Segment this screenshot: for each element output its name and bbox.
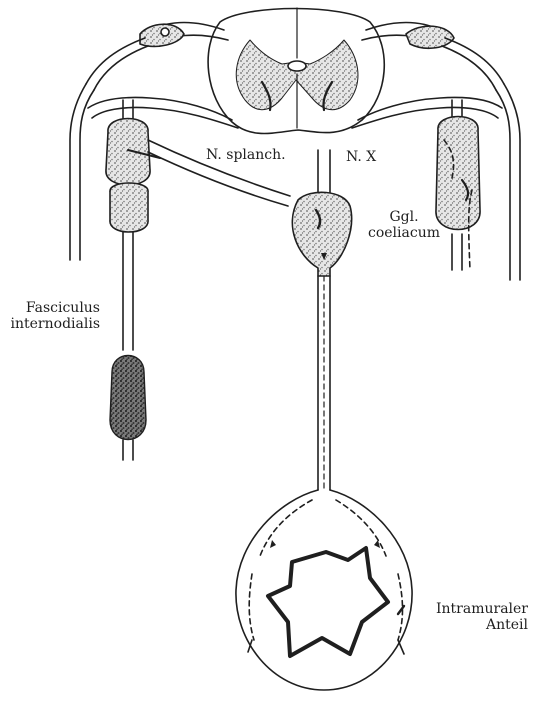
label-ggl-line1: Ggl.	[368, 209, 440, 225]
label-ggl-coeliacum: Ggl. coeliacum	[368, 209, 440, 241]
descending-trunk	[318, 276, 330, 490]
label-intramuraler-anteil: Intramuraler Anteil	[430, 601, 528, 633]
spinal-cord	[208, 8, 384, 134]
right-dorsal-ganglion	[406, 26, 454, 48]
left-chain-ganglion-upper	[106, 119, 150, 186]
label-ggl-line2: coeliacum	[368, 225, 440, 241]
label-n-splanch: N. splanch.	[206, 147, 286, 163]
label-intra-line2: Anteil	[430, 617, 528, 633]
coeliac-ganglion	[292, 192, 351, 276]
gut-wall	[236, 490, 412, 690]
gut-lumen	[268, 548, 388, 656]
central-canal	[288, 61, 306, 71]
vagus-nerve	[318, 150, 330, 196]
right-sympathetic-chain	[436, 100, 480, 270]
label-fasciculus-internodialis: Fasciculus internodialis	[8, 300, 100, 332]
left-chain-ganglion-lower	[110, 183, 148, 232]
right-chain-ganglion	[436, 117, 480, 230]
fasciculus-node	[110, 356, 146, 440]
label-fasc-line2: internodialis	[8, 316, 100, 332]
label-intra-line1: Intramuraler	[430, 601, 528, 617]
label-n-x: N. X	[346, 149, 376, 165]
left-root-loop	[70, 23, 238, 261]
right-root-loop	[352, 23, 520, 281]
label-fasc-line1: Fasciculus	[8, 300, 100, 316]
